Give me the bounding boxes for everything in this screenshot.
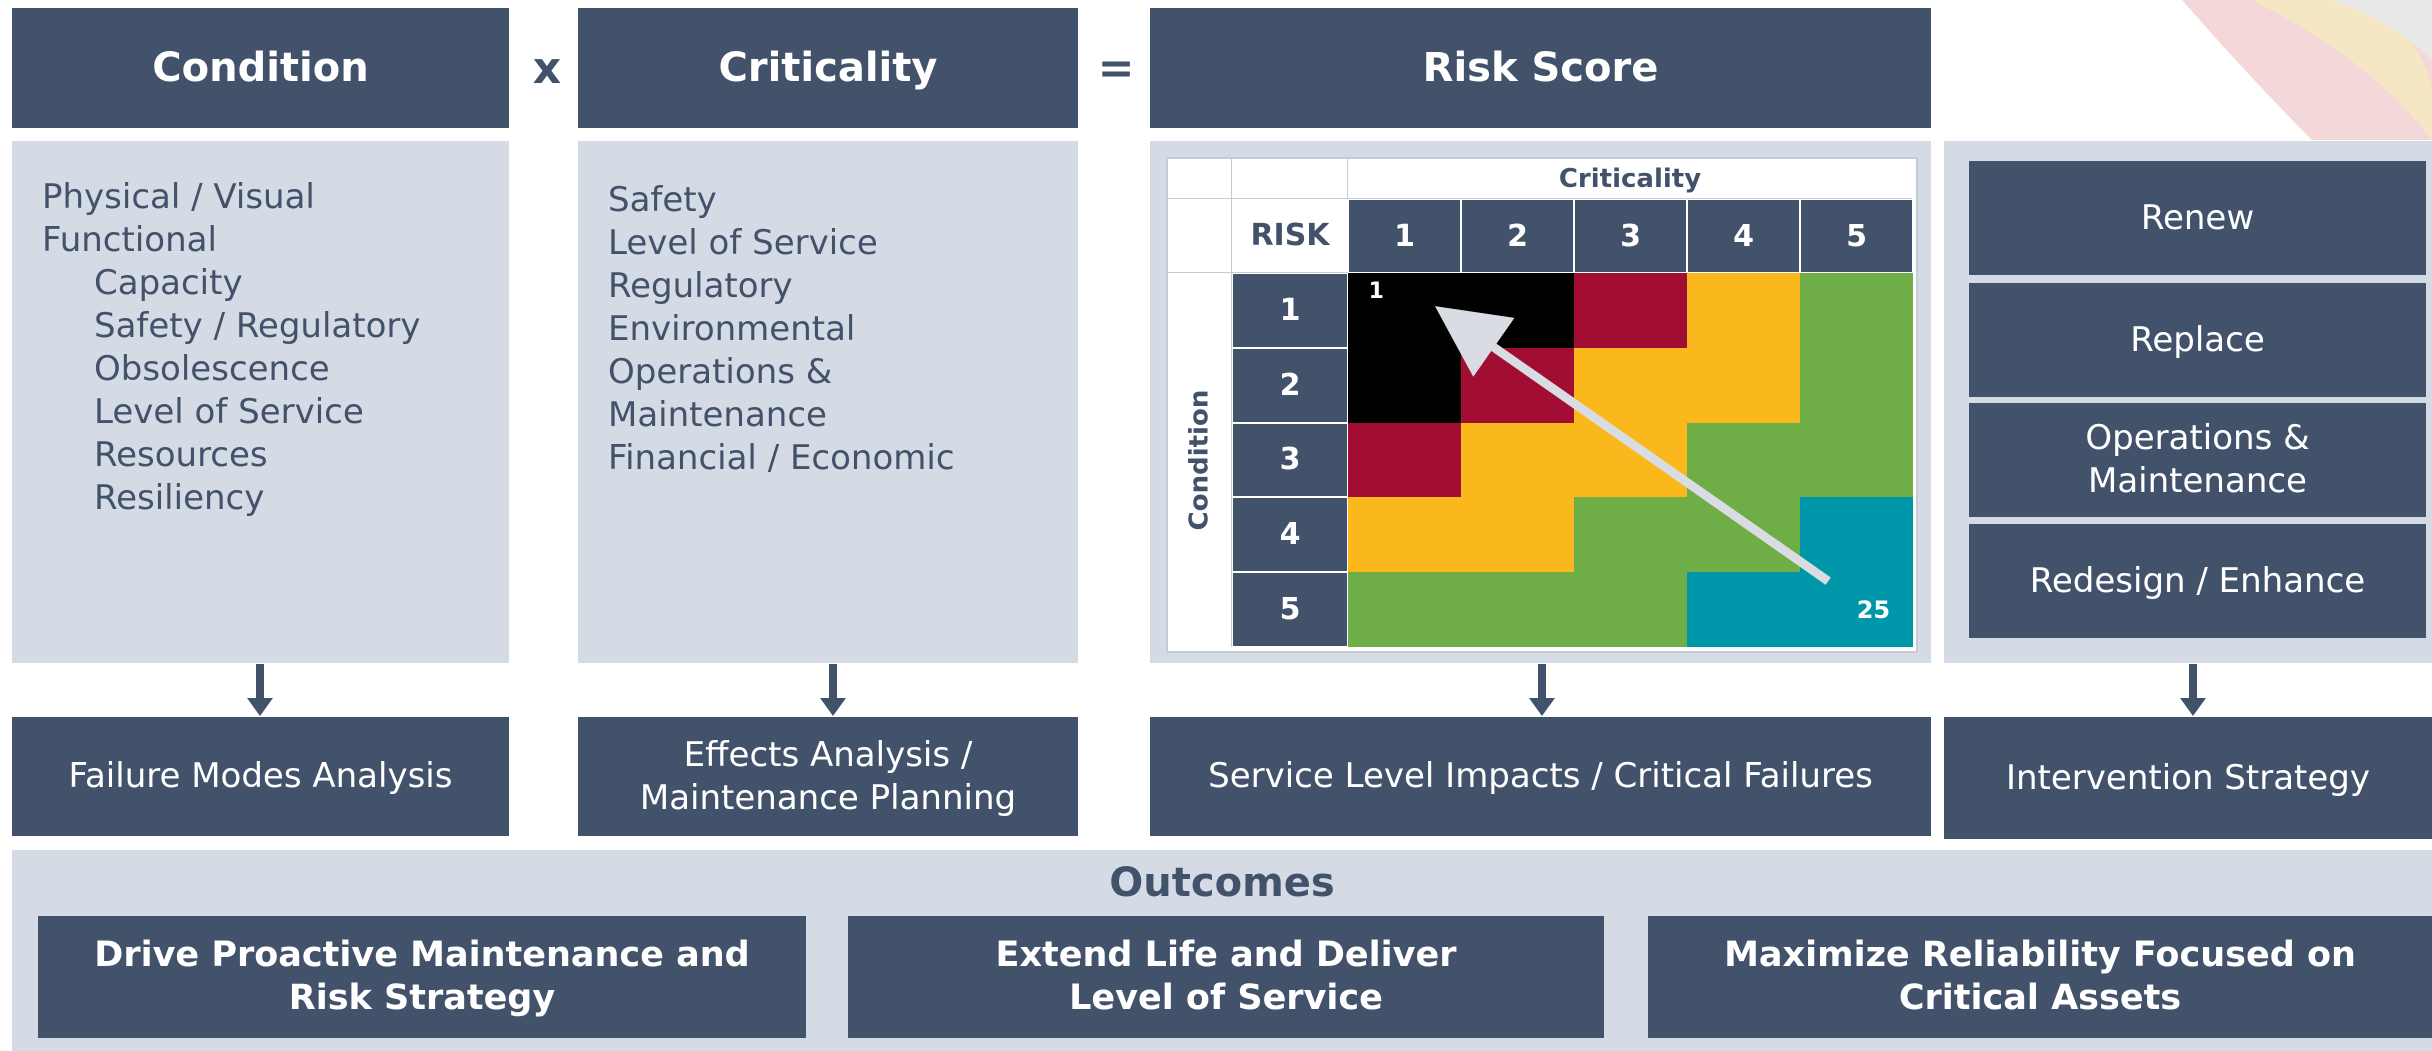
- criticality-factor-item: Maintenance: [608, 395, 827, 435]
- matrix-column-header: 2: [1461, 199, 1574, 273]
- matrix-risk-cell: [1461, 572, 1574, 647]
- intervention-option: Operations & Maintenance: [1969, 403, 2426, 517]
- outcome-proactive-maintenance: Drive Proactive Maintenance and Risk Str…: [38, 916, 806, 1038]
- intervention-option: Redesign / Enhance: [1969, 524, 2426, 638]
- matrix-criticality-label: Criticality: [1348, 159, 1912, 199]
- matrix-risk-cell: [1800, 422, 1913, 498]
- criticality-factor-item: Financial / Economic: [608, 438, 955, 478]
- matrix-row-header: 1: [1232, 273, 1348, 348]
- intervention-option: Replace: [1969, 283, 2426, 397]
- condition-header: Condition: [12, 8, 509, 128]
- matrix-risk-cell: [1800, 347, 1913, 423]
- matrix-column-header: 4: [1687, 199, 1800, 273]
- matrix-risk-cell: [1574, 572, 1687, 647]
- criticality-factor-item: Environmental: [608, 309, 856, 349]
- matrix-row-header: 2: [1232, 347, 1348, 423]
- matrix-high-risk-label: 25: [1856, 595, 1891, 624]
- down-arrow-icon: [2180, 664, 2206, 716]
- criticality-factor-item: Safety: [608, 180, 717, 220]
- criticality-factor-item: Regulatory: [608, 266, 793, 306]
- matrix-row-header: 5: [1232, 572, 1348, 647]
- matrix-risk-label: RISK: [1232, 199, 1348, 273]
- matrix-risk-cell: [1687, 422, 1800, 498]
- matrix-risk-cell: [1574, 273, 1687, 348]
- matrix-row-header: 4: [1232, 497, 1348, 573]
- matrix-risk-cell: [1687, 497, 1800, 573]
- multiply-sign: x: [532, 42, 562, 94]
- matrix-risk-cell: [1800, 273, 1913, 348]
- criticality-factor-item: Level of Service: [608, 223, 878, 263]
- matrix-risk-cell: [1461, 497, 1574, 573]
- equals-sign: =: [1097, 42, 1135, 94]
- outcomes-title: Outcomes: [1109, 860, 1335, 906]
- matrix-column-header: 5: [1800, 199, 1913, 273]
- matrix-risk-cell: [1574, 497, 1687, 573]
- outcomes-panel: Outcomes Drive Proactive Maintenance and…: [12, 850, 2432, 1051]
- matrix-risk-cell: [1687, 273, 1800, 348]
- condition-factor-item: Resiliency: [94, 478, 265, 518]
- effects-analysis-box: Effects Analysis / Maintenance Planning: [578, 717, 1078, 836]
- failure-modes-analysis-box: Failure Modes Analysis: [12, 717, 509, 836]
- condition-factor-item: Resources: [94, 435, 268, 475]
- matrix-risk-cell: [1574, 347, 1687, 423]
- condition-factor-item: Functional: [42, 220, 217, 260]
- service-level-impacts-box: Service Level Impacts / Critical Failure…: [1150, 717, 1931, 836]
- down-arrow-icon: [1529, 664, 1555, 716]
- intervention-strategy-box: Intervention Strategy: [1944, 717, 2432, 839]
- matrix-column-header: 1: [1348, 199, 1461, 273]
- matrix-corner-blank: [1168, 159, 1232, 199]
- condition-factor-item: Physical / Visual: [42, 177, 315, 217]
- matrix-risk-cell: [1687, 347, 1800, 423]
- matrix-risk-cell: [1348, 422, 1461, 498]
- matrix-risk-cell: [1348, 497, 1461, 573]
- matrix-risk-cell: [1800, 497, 1913, 573]
- matrix-low-risk-label: 1: [1368, 279, 1384, 305]
- condition-factor-item: Safety / Regulatory: [94, 306, 421, 346]
- matrix-corner-blank-2: [1232, 159, 1348, 199]
- outcome-maximize-reliability: Maximize Reliability Focused on Critical…: [1648, 916, 2432, 1038]
- matrix-corner-blank-3: [1168, 199, 1232, 273]
- matrix-risk-cell: [1348, 572, 1461, 647]
- risk-score-header: Risk Score: [1150, 8, 1931, 128]
- criticality-factor-item: Operations &: [608, 352, 833, 392]
- matrix-risk-cell: [1574, 422, 1687, 498]
- condition-factor-item: Level of Service: [94, 392, 364, 432]
- criticality-header: Criticality: [578, 8, 1078, 128]
- condition-factor-item: Obsolescence: [94, 349, 330, 389]
- down-arrow-icon: [820, 664, 846, 716]
- matrix-column-header: 3: [1574, 199, 1687, 273]
- matrix-risk-cell: [1687, 572, 1800, 647]
- matrix-risk-cell: [1461, 422, 1574, 498]
- matrix-row-header: 3: [1232, 422, 1348, 498]
- outcome-extend-life: Extend Life and Deliver Level of Service: [848, 916, 1604, 1038]
- risk-direction-arrow: [1434, 306, 1831, 585]
- intervention-option: Renew: [1969, 161, 2426, 275]
- condition-factor-item: Capacity: [94, 263, 243, 303]
- decorative-background-graphic: [2182, 0, 2432, 140]
- down-arrow-icon: [247, 664, 273, 716]
- matrix-risk-cell: [1800, 572, 1913, 647]
- matrix-condition-label-wrap: Condition: [1168, 273, 1232, 647]
